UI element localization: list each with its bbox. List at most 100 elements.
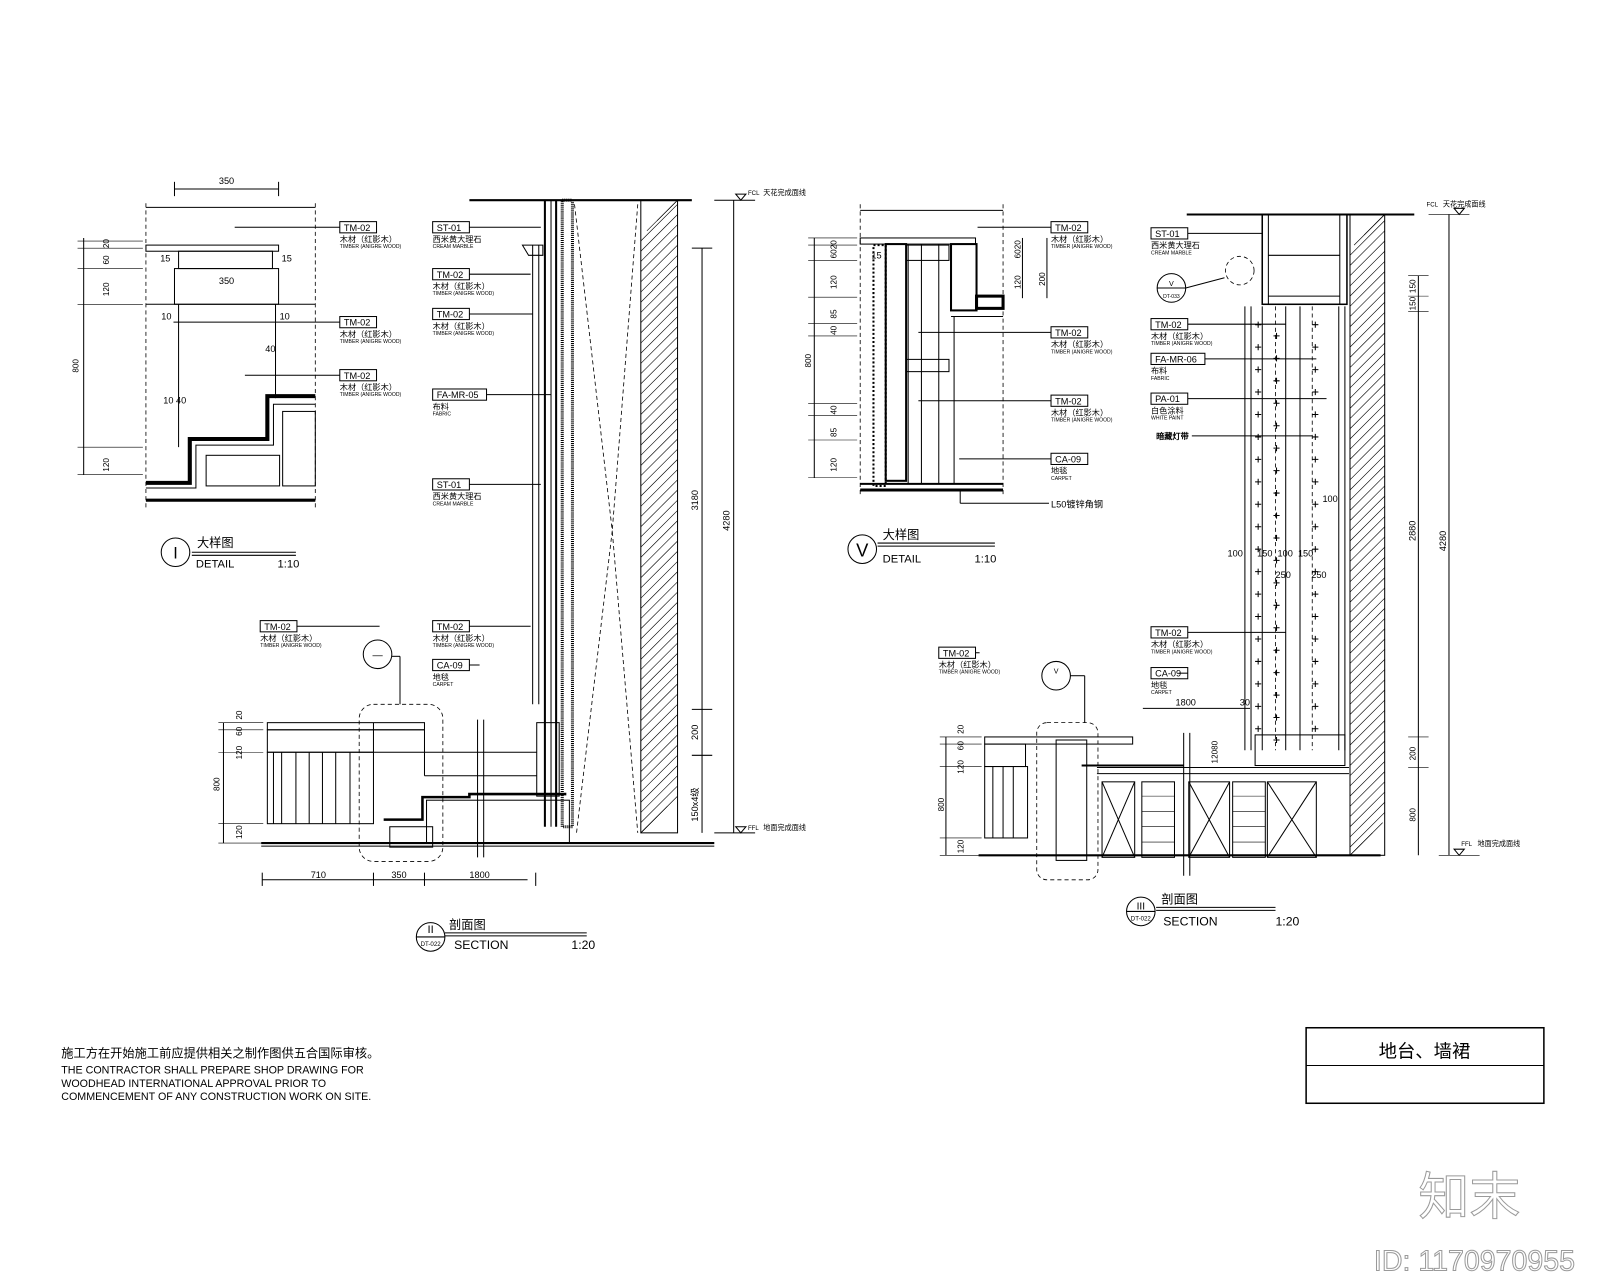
section-marker-number: III — [1137, 901, 1146, 912]
section-3-drawing — [939, 207, 1480, 927]
callout-code: TM-02 — [437, 622, 464, 632]
level-label-ffl-cn: 地面完成面线 — [1478, 839, 1521, 848]
callout-code: TM-02 — [344, 318, 371, 328]
contractor-note-en-line: THE CONTRACTOR SHALL PREPARE SHOP DRAWIN… — [61, 1065, 364, 1077]
contractor-note-cn: 施工方在开始施工前应提供相关之制作图供五合国际审核。 — [61, 1045, 379, 1060]
callout-code: TM-02 — [344, 371, 371, 381]
dimension-label: 350 — [219, 176, 234, 186]
callout-code: TM-02 — [437, 270, 464, 280]
callout-material-en: FABRIC — [433, 412, 452, 418]
callout-material-cn: 木材（红影木） — [433, 281, 490, 291]
dimension-label: 6020 — [1013, 240, 1022, 259]
section-marker-ref: DT-022 — [421, 941, 442, 948]
dimension-label: 150x4级 — [689, 787, 700, 821]
callout-material-en: CREAM MARBLE — [433, 244, 474, 250]
dimension-label: 100 — [1322, 494, 1337, 504]
watermark-logo: 知末 — [1418, 1168, 1520, 1225]
dimension-label: 60 — [102, 255, 111, 265]
dimension-label: 6020 — [830, 240, 839, 259]
detail-1-drawing — [77, 181, 316, 568]
callout-code: ST-01 — [437, 480, 461, 490]
reference-circle-mark: V — [1169, 280, 1174, 288]
callout-code: FA-MR-06 — [1155, 354, 1197, 364]
dimension-label: 150 — [1257, 548, 1272, 558]
callout-material-en: TIMBER (ANIGRE WOOD) — [433, 331, 495, 337]
dimension-label: 200 — [1408, 746, 1417, 760]
detail-title-cn: 大样图 — [883, 527, 920, 542]
callout-material-cn: 木材（红影木） — [1051, 408, 1108, 418]
callout-code: TM-02 — [1055, 328, 1082, 338]
callout-code: ST-01 — [1155, 229, 1179, 239]
dimension-label: 350 — [391, 870, 406, 880]
dimension-label: 20 — [102, 239, 111, 249]
dimension-label: 200 — [1038, 272, 1047, 286]
detail-5-drawing — [808, 204, 1049, 564]
dimension-label: 20 — [235, 710, 244, 720]
callout-material-en: TIMBER (ANIGRE WOOD) — [1151, 341, 1213, 347]
section-title-en: SECTION — [1163, 915, 1217, 929]
callout-code: TM-02 — [1155, 628, 1182, 638]
level-label-fcl: FCL — [748, 190, 760, 197]
detail-scale: 1:10 — [974, 553, 996, 565]
callout-material-en: TIMBER (ANIGRE WOOD) — [433, 291, 495, 297]
dimension-label: 800 — [804, 353, 813, 367]
callout-code: TM-02 — [344, 223, 371, 233]
callout-material-en: TIMBER (ANIGRE WOOD) — [340, 339, 402, 345]
drawing-title: 地台、墙裙 — [1379, 1040, 1471, 1061]
dimension-label: 250 — [1276, 570, 1291, 580]
callout-material-cn: 木材（红影木） — [1051, 339, 1108, 349]
callout-material-cn: 木材（红影木） — [1151, 639, 1208, 649]
reference-circle-mark: — — [372, 650, 383, 661]
dimension-label: 10 40 — [163, 395, 186, 405]
dimension-label: 85 — [830, 427, 839, 437]
dimension-label: 1800 — [1176, 697, 1196, 707]
dimension-label: 20 — [956, 724, 965, 734]
callout-material-cn: 布料 — [1151, 366, 1167, 376]
callout-code: TM-02 — [1055, 396, 1082, 406]
callout-code: TM-02 — [1055, 223, 1082, 233]
callout-code: PA-01 — [1155, 394, 1180, 404]
level-label-ffl-cn: 地面完成面线 — [763, 823, 806, 832]
detail-marker-number: V — [856, 539, 869, 560]
callout-material-cn: 木材（红影木） — [340, 382, 397, 392]
callout-code: TM-02 — [264, 622, 291, 632]
dimension-label: 120 — [235, 745, 244, 759]
contractor-note-en-line: WOODHEAD INTERNATIONAL APPROVAL PRIOR TO — [61, 1078, 326, 1090]
level-label-ffl: FFL — [748, 825, 759, 832]
dimension-label: 2880 — [1407, 521, 1417, 541]
dimension-label: 15 — [871, 250, 881, 260]
dimension-label: 1800 — [469, 870, 489, 880]
contractor-note-en-line: COMMENCEMENT OF ANY CONSTRUCTION WORK ON… — [61, 1091, 371, 1103]
callout-material-cn: 木材（红影木） — [340, 329, 397, 339]
callout-material-en: TIMBER (ANIGRE WOOD) — [433, 643, 495, 649]
level-label-fcl: FCL — [1427, 201, 1439, 208]
dimension-label: 350 — [219, 276, 234, 286]
dimension-label: 3180 — [690, 490, 700, 510]
callout-code: FA-MR-05 — [437, 390, 479, 400]
callout-material-cn: 白色涂料 — [1151, 405, 1184, 415]
callout-material-cn: 木材（红影木） — [1051, 234, 1108, 244]
callout-material-en: TIMBER (ANIGRE WOOD) — [1151, 649, 1213, 655]
dimension-label: 85 — [830, 309, 839, 319]
callout-material-en: TIMBER (ANIGRE WOOD) — [939, 670, 1001, 676]
callout-material-cn: 木材（红影木） — [433, 633, 490, 643]
dimension-label: 30 — [1240, 697, 1250, 707]
callout-material-cn: 木材（红影木） — [260, 633, 317, 643]
callout-code: CA-09 — [1055, 454, 1081, 464]
dimension-label: 120 — [235, 825, 244, 839]
callout-material-en: FABRIC — [1151, 376, 1170, 382]
callout-material-en: TIMBER (ANIGRE WOOD) — [260, 643, 322, 649]
reference-circle-ref: DT-033 — [1163, 294, 1180, 300]
dimension-label: 150 — [1408, 296, 1417, 310]
section-2-drawing — [218, 193, 756, 952]
